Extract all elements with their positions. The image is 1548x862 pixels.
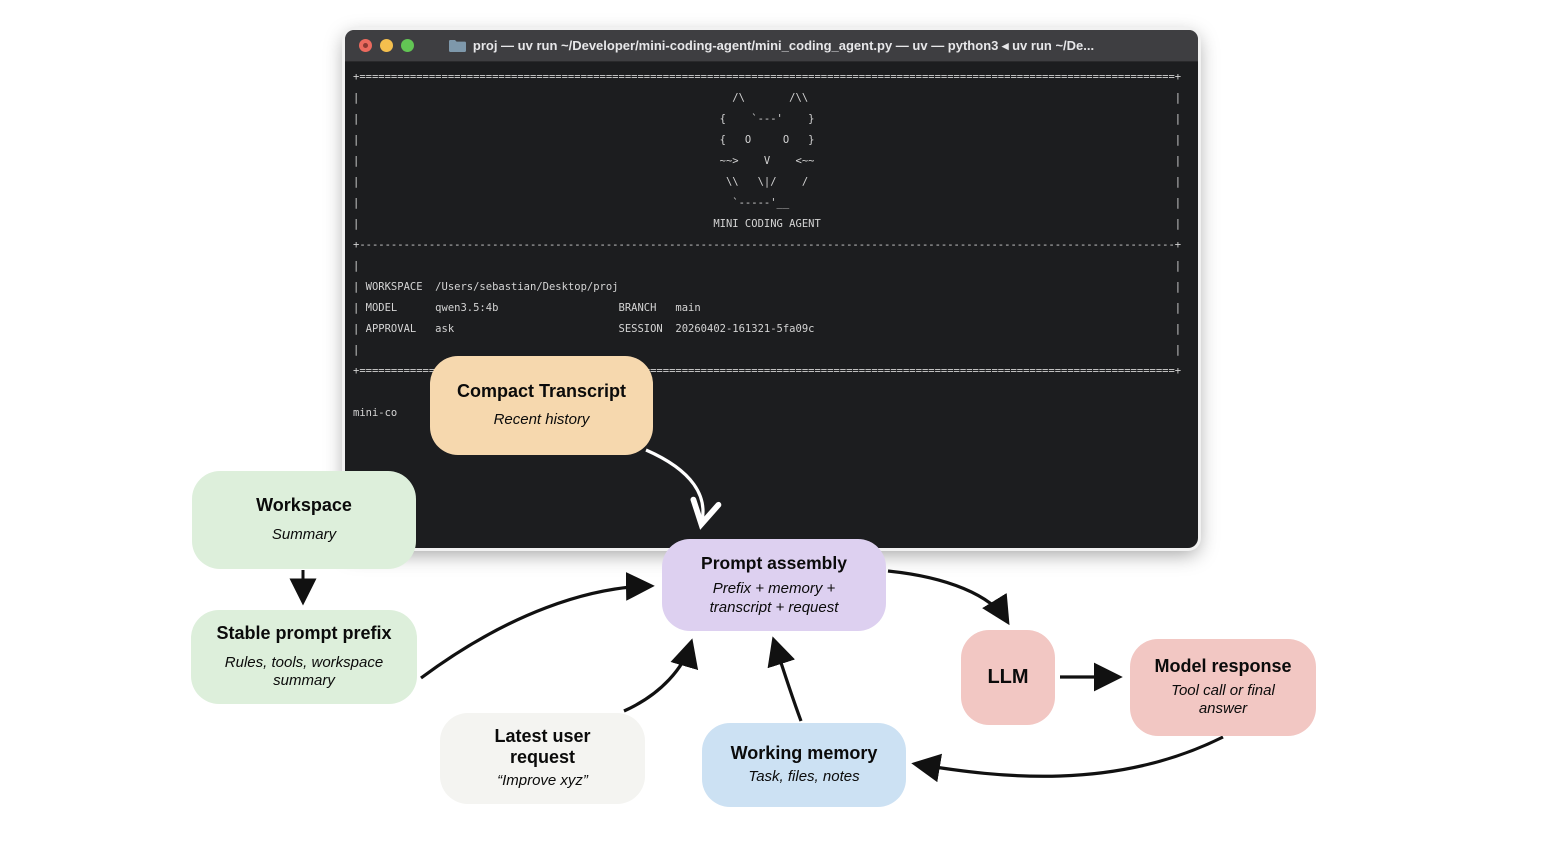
node-title: Working memory (730, 742, 878, 763)
arrow-model-response-to-working-memory (911, 735, 1224, 783)
close-button[interactable] (359, 39, 372, 52)
node-model-response: Model response Tool call or final answer (1130, 639, 1316, 736)
node-title: Compact Transcript (456, 380, 627, 401)
node-llm: LLM (961, 630, 1055, 725)
node-working-memory: Working memory Task, files, notes (702, 723, 906, 807)
node-subtitle: Summary (271, 525, 337, 543)
node-title: Workspace (256, 495, 352, 516)
node-subtitle: Task, files, notes (748, 768, 860, 786)
node-title: LLM (987, 666, 1029, 688)
arrow-prompt-assembly-to-llm (887, 569, 1010, 626)
node-title: Stable prompt prefix (216, 622, 392, 643)
arrow-working-memory-to-prompt-assembly (767, 636, 803, 722)
node-title: Latest user request (494, 726, 591, 768)
window-title: proj — uv run ~/Developer/mini-coding-ag… (448, 37, 1095, 54)
node-subtitle: Rules, tools, workspace summary (224, 653, 384, 690)
minimize-button[interactable] (380, 39, 393, 52)
folder-icon (448, 40, 466, 52)
terminal-titlebar[interactable]: proj — uv run ~/Developer/mini-coding-ag… (345, 30, 1198, 62)
node-subtitle: Prefix + memory + transcript + request (709, 579, 839, 616)
node-subtitle: “Improve xyz” (497, 771, 588, 789)
node-latest-user-request: Latest user request “Improve xyz” (440, 713, 645, 804)
window-title-text: proj — uv run ~/Developer/mini-coding-ag… (472, 37, 1095, 53)
traffic-lights (359, 30, 414, 61)
arrow-stable-prompt-prefix-to-prompt-assembly (420, 572, 655, 680)
node-title: Model response (1154, 655, 1292, 676)
arrow-latest-user-request-to-prompt-assembly (623, 638, 699, 713)
node-subtitle: Tool call or final answer (1171, 681, 1275, 718)
node-prompt-assembly: Prompt assembly Prefix + memory + transc… (662, 539, 886, 631)
node-workspace: Workspace Summary (192, 471, 416, 569)
zoom-button[interactable] (401, 39, 414, 52)
node-subtitle: Recent history (493, 411, 590, 429)
node-title: Prompt assembly (701, 552, 847, 573)
node-compact-transcript: Compact Transcript Recent history (430, 356, 653, 455)
node-stable-prompt-prefix: Stable prompt prefix Rules, tools, works… (191, 610, 417, 704)
terminal-window: proj — uv run ~/Developer/mini-coding-ag… (345, 30, 1198, 548)
